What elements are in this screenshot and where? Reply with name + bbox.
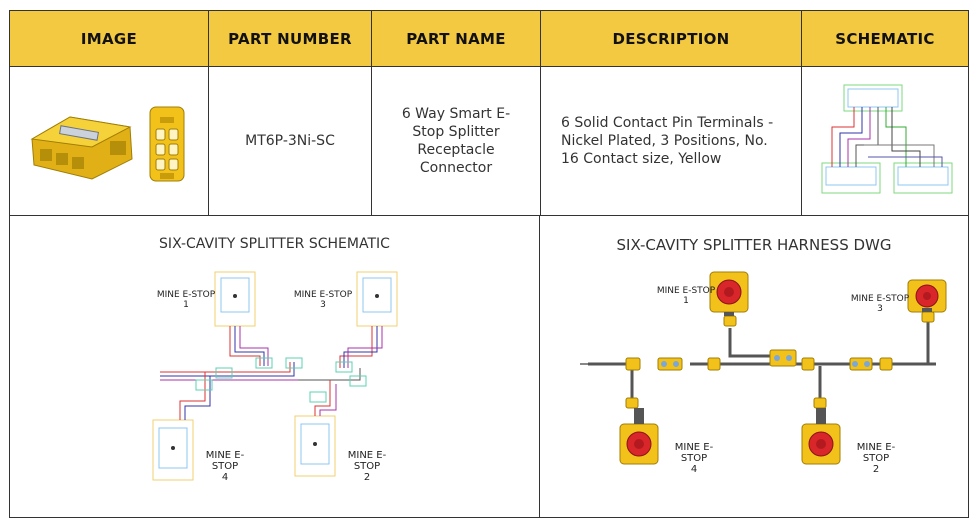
label-name: MINE E-STOP [156, 290, 216, 300]
schematic-label-4: MINE E-STOP 4 [194, 450, 256, 483]
label-name: MINE E-STOP [656, 286, 716, 296]
connector-image [10, 67, 209, 215]
harness-panel: SIX-CAVITY SPLITTER HARNESS DWG [539, 216, 969, 518]
schematic-label-3: MINE E-STOP 3 [293, 290, 353, 310]
header-part-number: PART NUMBER [209, 11, 372, 67]
schematic-thumb-drawing [821, 84, 953, 194]
harness-label-2: MINE E-STOP 2 [844, 442, 908, 475]
part-name-text: 6 Way Smart E-Stop Splitter Receptacle C… [401, 106, 511, 176]
harness-panel-title: SIX-CAVITY SPLITTER HARNESS DWG [616, 236, 892, 254]
spec-sheet: IMAGE PART NUMBER PART NAME DESCRIPTION … [9, 10, 969, 518]
harness-label-3: MINE E-STOP 3 [850, 294, 910, 314]
header-part-name: PART NAME [372, 11, 541, 67]
label-name: MINE E-STOP [205, 450, 245, 472]
label-num: 3 [877, 304, 883, 314]
label-num: 3 [320, 300, 326, 310]
schematic-label-1: MINE E-STOP 1 [156, 290, 216, 310]
part-name-cell: 6 Way Smart E-Stop Splitter Receptacle C… [372, 67, 541, 215]
harness-label-4: MINE E-STOP 4 [662, 442, 726, 475]
schematic-panel-title: SIX-CAVITY SPLITTER SCHEMATIC [159, 236, 390, 252]
part-number-cell: MT6P-3Ni-SC [209, 67, 372, 215]
label-name: MINE E-STOP [347, 450, 387, 472]
label-num: 1 [183, 300, 189, 310]
schematic-thumbnail [802, 67, 968, 215]
harness-label-1: MINE E-STOP 1 [656, 286, 716, 306]
schematic-label-2: MINE E-STOP 2 [336, 450, 398, 483]
label-name: MINE E-STOP [293, 290, 353, 300]
label-name: MINE E-STOP [850, 294, 910, 304]
splitter-schematic-drawing [152, 271, 398, 481]
label-name: MINE E-STOP [674, 442, 714, 464]
header-image: IMAGE [10, 11, 209, 67]
label-name: MINE E-STOP [856, 442, 896, 464]
harness-drawing [580, 271, 947, 465]
header-description: DESCRIPTION [541, 11, 802, 67]
label-num: 1 [683, 296, 689, 306]
part-table: IMAGE PART NUMBER PART NAME DESCRIPTION … [9, 10, 969, 216]
label-num: 4 [690, 464, 698, 475]
label-num: 2 [363, 472, 371, 483]
label-num: 4 [221, 472, 229, 483]
label-num: 2 [872, 464, 880, 475]
connector-illustration [30, 106, 185, 182]
description-text: 6 Solid Contact Pin Terminals - Nickel P… [561, 115, 774, 167]
description-cell: 6 Solid Contact Pin Terminals - Nickel P… [541, 67, 802, 215]
schematic-panel: SIX-CAVITY SPLITTER SCHEMATIC [9, 216, 540, 518]
header-schematic: SCHEMATIC [802, 11, 968, 67]
